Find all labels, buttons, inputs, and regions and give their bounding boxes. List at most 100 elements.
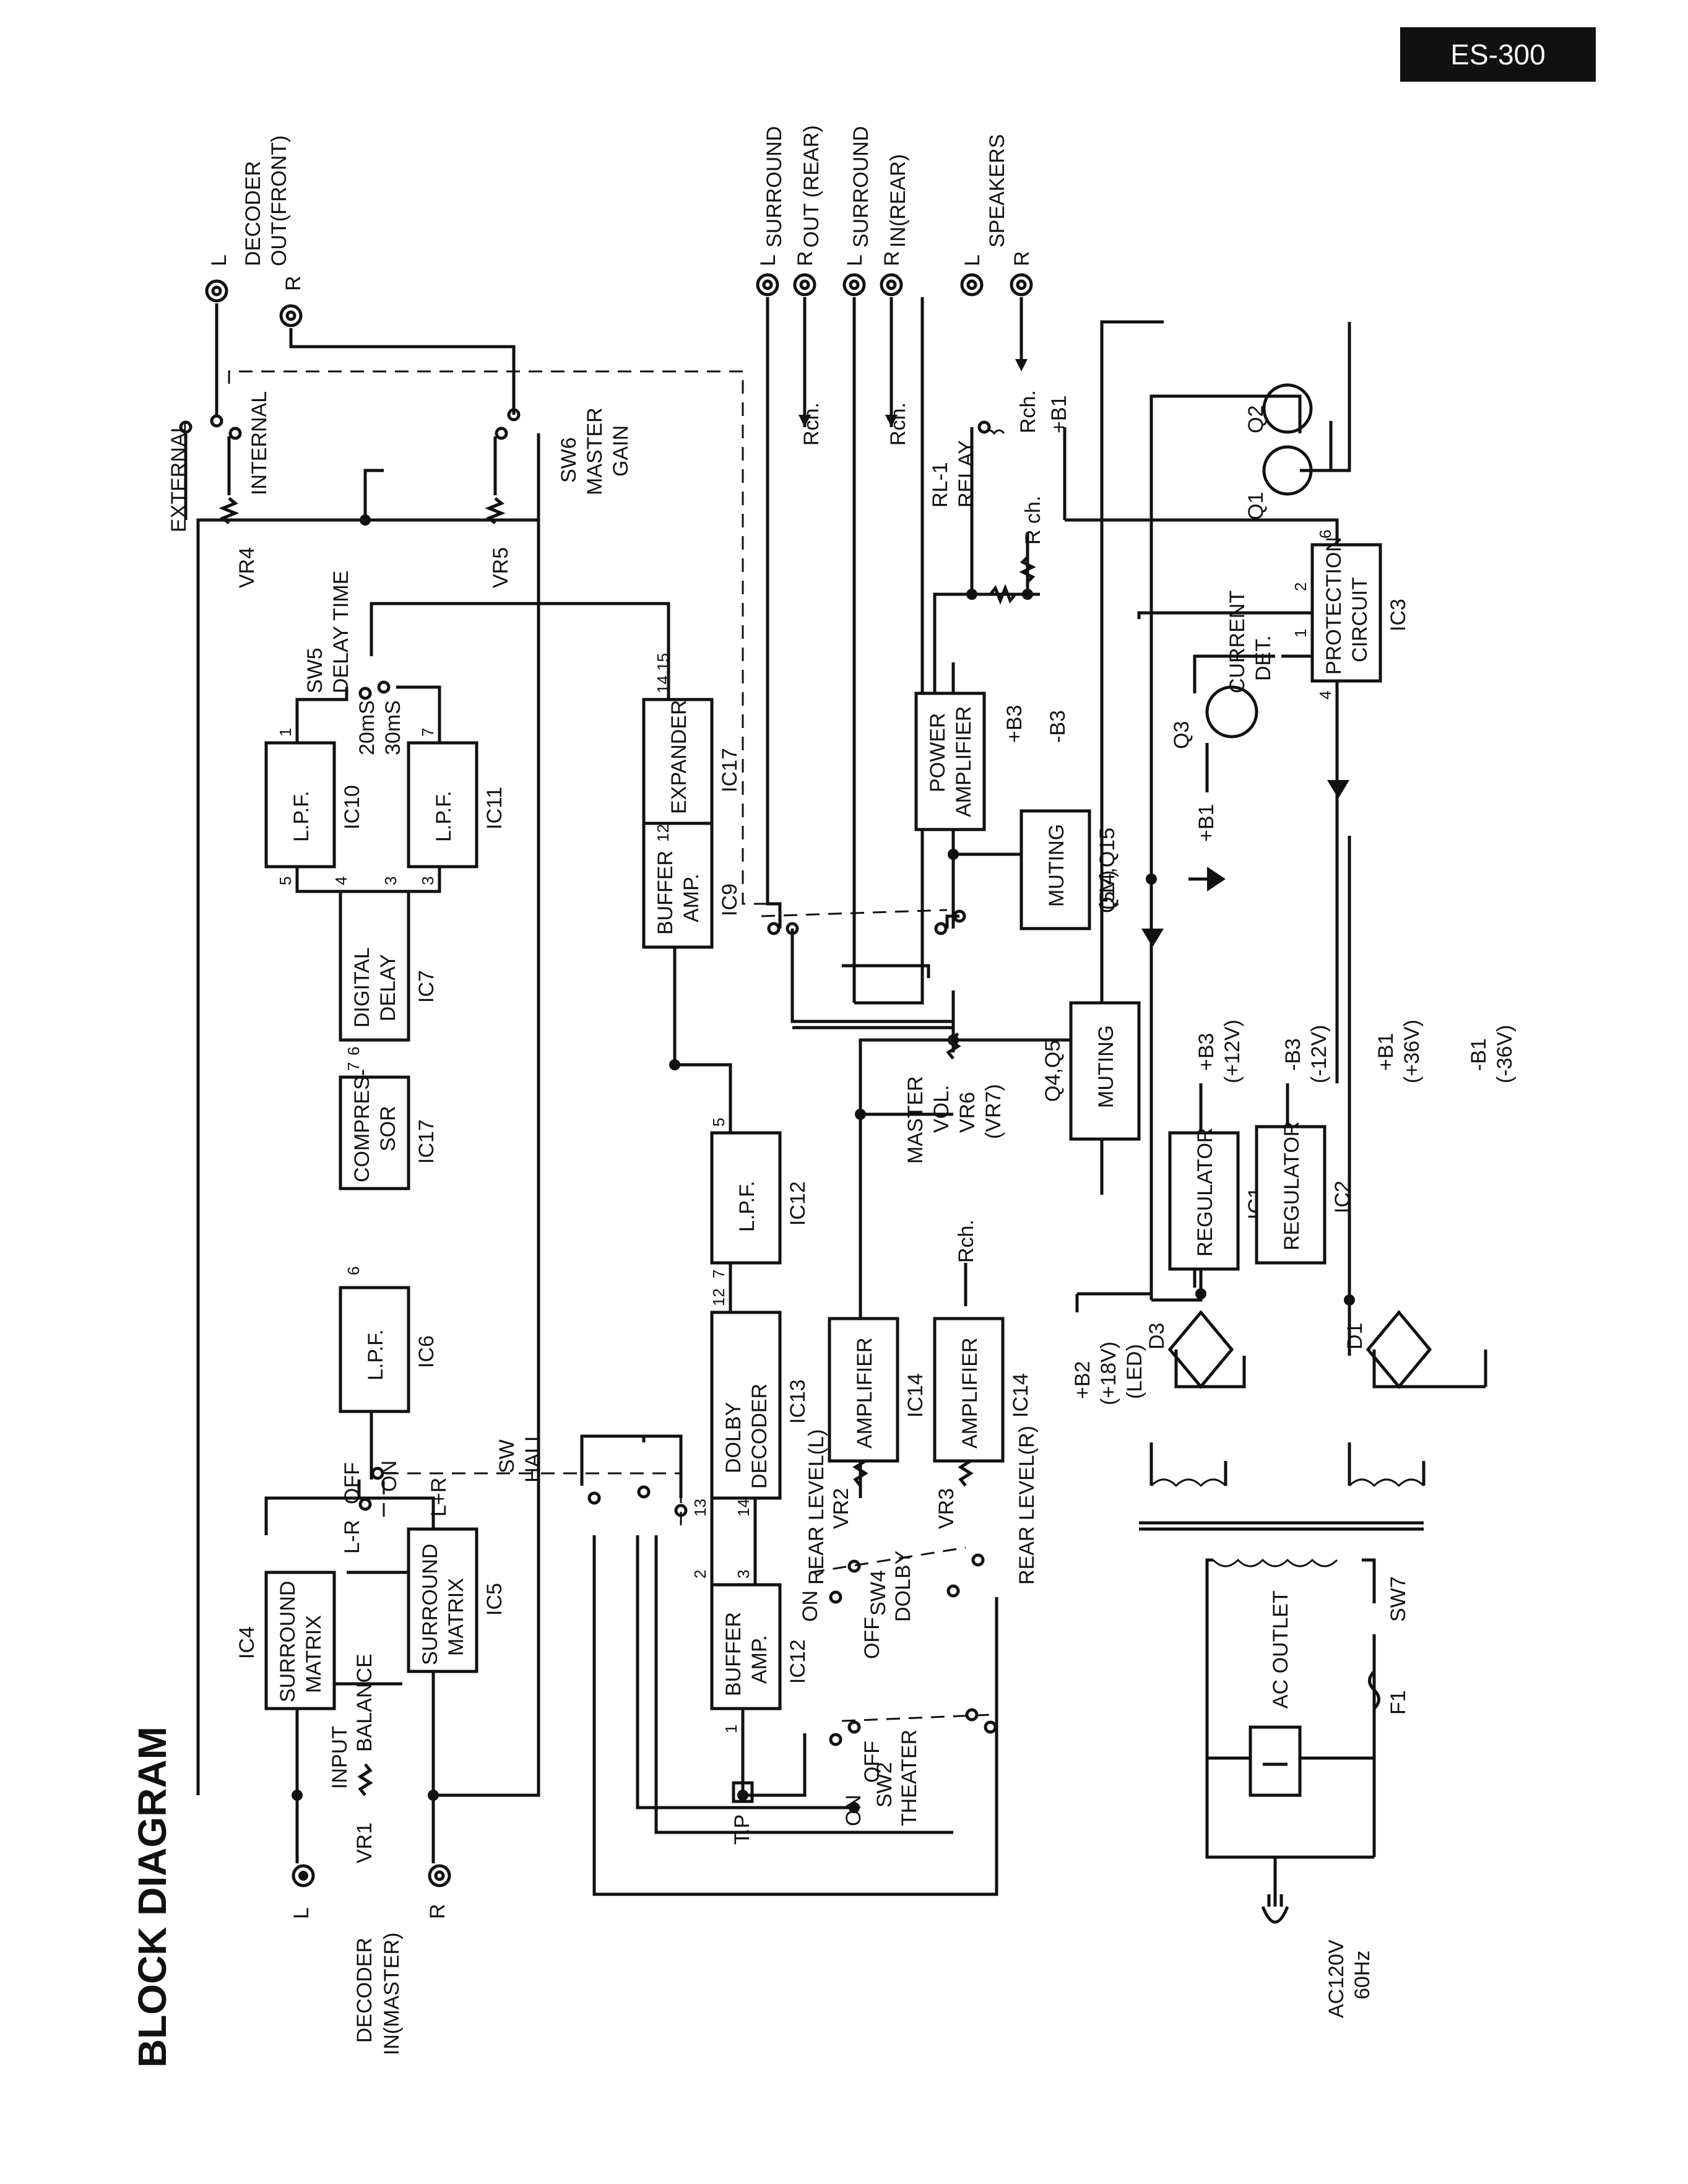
label-sw4-1: SW4	[867, 1570, 890, 1616]
block-q4q5-line1: MUTING	[1094, 1025, 1118, 1108]
block-ic13: DOLBY DECODER IC13	[710, 1311, 810, 1500]
block-ic14r-line1: AMPLIFIER	[958, 1338, 982, 1449]
block-ic5: SURROUND MATRIX IC5	[407, 1527, 506, 1673]
label-surround-in-1: SURROUND	[849, 126, 873, 248]
label-b2-3: (LED)	[1123, 1344, 1146, 1399]
label-in-l: L	[290, 1907, 313, 1919]
pin-ic3-2: 2	[1291, 583, 1310, 591]
label-rear-level-l: REAR LEVEL(L)	[805, 1429, 828, 1585]
label-external: EXTERNAL	[167, 422, 191, 533]
block-ic17c-line1: COMPRES-	[350, 1069, 374, 1182]
pin-1415: 14.15	[654, 653, 672, 693]
label-input-balance-1: INPUT	[328, 1726, 352, 1789]
pin-4: 4	[332, 877, 350, 885]
label-vr5: VR5	[489, 547, 513, 588]
label-input-balance-2: BALANCE	[353, 1653, 376, 1752]
block-ic7-line2: DELAY	[376, 954, 400, 1021]
block-power-line1: POWER	[926, 713, 950, 792]
block-ic17e-ref: IC17	[718, 748, 742, 792]
block-ic14-l: AMPLIFIER IC14	[828, 1317, 927, 1463]
label-sp-r: R	[1010, 251, 1034, 266]
jack-speaker-l-icon	[960, 273, 984, 297]
transistor-q2-icon	[1262, 383, 1313, 434]
label-surround-out-1: SURROUND	[763, 126, 786, 248]
block-power-line2: AMPLIFIER	[952, 706, 976, 817]
label-b1p-2: (+36V)	[1400, 1020, 1424, 1083]
block-ic17-compressor: COMPRES- SOR IC17	[339, 1069, 438, 1190]
pin-7a: 7	[344, 1062, 363, 1071]
block-q4q5-muting: MUTING Q4,Q5	[1041, 1001, 1141, 1141]
label-b3p-2: (+12V)	[1221, 1020, 1244, 1083]
pin-6a: 6	[344, 1267, 363, 1275]
block-ic12b-ref: IC12	[786, 1639, 810, 1684]
jack-surround-in-l-icon	[842, 273, 866, 297]
block-ic4: SURROUND MATRIX IC4	[235, 1571, 336, 1710]
label-current-det-2: DET.	[1252, 635, 1275, 681]
label-master-vol-2: VOL.	[930, 1085, 953, 1133]
bridge-d1-icon	[1366, 1310, 1432, 1389]
bridge-d3-icon	[1167, 1310, 1234, 1389]
block-ic12b-line2: AMP.	[748, 1635, 771, 1684]
label-rear-level-r: REAR LEVEL(R)	[1015, 1426, 1039, 1585]
pin-ic3-1: 1	[1291, 629, 1310, 638]
block-ic11-line1: L.P.F.	[432, 791, 456, 842]
label-internal: INTERNAL	[248, 391, 271, 495]
block-ic9-line2: AMP.	[680, 873, 703, 922]
pot-vr5-icon	[485, 497, 506, 524]
label-sw4-on: ON	[799, 1590, 822, 1622]
diode-5v-icon	[1141, 929, 1164, 947]
label-vr2: VR2	[829, 1488, 853, 1529]
block-ic4-line2: MATRIX	[302, 1615, 326, 1693]
ac-outlet-symbol	[1249, 1725, 1302, 1797]
pot-vr4-icon	[219, 497, 240, 524]
label-vr3: VR3	[935, 1488, 958, 1529]
label-si-r: R	[880, 251, 904, 266]
jack-surround-out-r-icon	[793, 273, 816, 297]
block-ic2-regulator: REGULATOR IC2	[1255, 1122, 1354, 1265]
transistor-q3-icon	[1205, 685, 1258, 739]
label-rch-so: Rch.	[800, 402, 823, 446]
pin-ic3-4: 4	[1316, 691, 1335, 700]
label-sw4-2: DOLBY	[891, 1551, 915, 1622]
jack-in-l-icon	[292, 1864, 315, 1887]
block-ic13-line1: DOLBY	[722, 1402, 745, 1473]
block-ic3-line1: PROTECTION	[1322, 537, 1346, 675]
label-20ms: 20mS	[355, 700, 379, 755]
pin-3b: 3	[418, 877, 437, 885]
block-ic5-line2: MATRIX	[444, 1578, 468, 1656]
block-ic10-ref: IC10	[340, 785, 364, 830]
label-sw2-1: SW2	[873, 1762, 896, 1808]
label-rch-res: R ch.	[1021, 496, 1045, 545]
pot-vr1-icon	[357, 1763, 373, 1796]
label-sw4-off: OFF	[860, 1617, 884, 1659]
pin-12b: 12	[654, 824, 672, 842]
block-ic4-line1: SURROUND	[276, 1581, 300, 1702]
label-q1: Q1	[1244, 492, 1268, 520]
block-ic17c-ref: IC17	[415, 1119, 438, 1164]
block-ic3-ref: IC3	[1387, 599, 1410, 631]
block-ic14l-line1: AMPLIFIER	[853, 1338, 876, 1449]
label-sw-on: ON	[378, 1460, 401, 1492]
block-ic7: DIGITAL DELAY IC7	[339, 890, 438, 1042]
block-ic14-r: AMPLIFIER IC14	[933, 1317, 1032, 1463]
label-l-plus-r: L+R	[427, 1478, 451, 1517]
block-ic4-ref: IC4	[235, 1626, 259, 1659]
zener-diode-icon	[1207, 867, 1226, 891]
pin-13: 13	[691, 1499, 709, 1517]
pin-5a: 5	[276, 877, 295, 885]
label-ac-outlet: AC OUTLET	[1269, 1590, 1292, 1709]
label-rl1-1: RL-1	[928, 462, 952, 508]
block-ic6-ref: IC6	[415, 1335, 438, 1368]
jack-speaker-r-icon	[1010, 273, 1033, 297]
label-sw-off: OFF	[340, 1462, 364, 1504]
label-decoder-in-1: DECODER	[353, 1938, 376, 2043]
block-q14q15-muting: MUTING Q14,Q15	[1019, 809, 1119, 930]
label-sw2-on: ON	[842, 1795, 865, 1826]
pin-7b: 7	[418, 728, 437, 737]
pin-6b: 6	[344, 1047, 363, 1055]
pin-1b: 1	[722, 1725, 740, 1733]
pin-5b: 5	[709, 1118, 728, 1127]
block-ic10-line1: L.P.F.	[290, 791, 313, 842]
label-q3: Q3	[1170, 721, 1193, 749]
